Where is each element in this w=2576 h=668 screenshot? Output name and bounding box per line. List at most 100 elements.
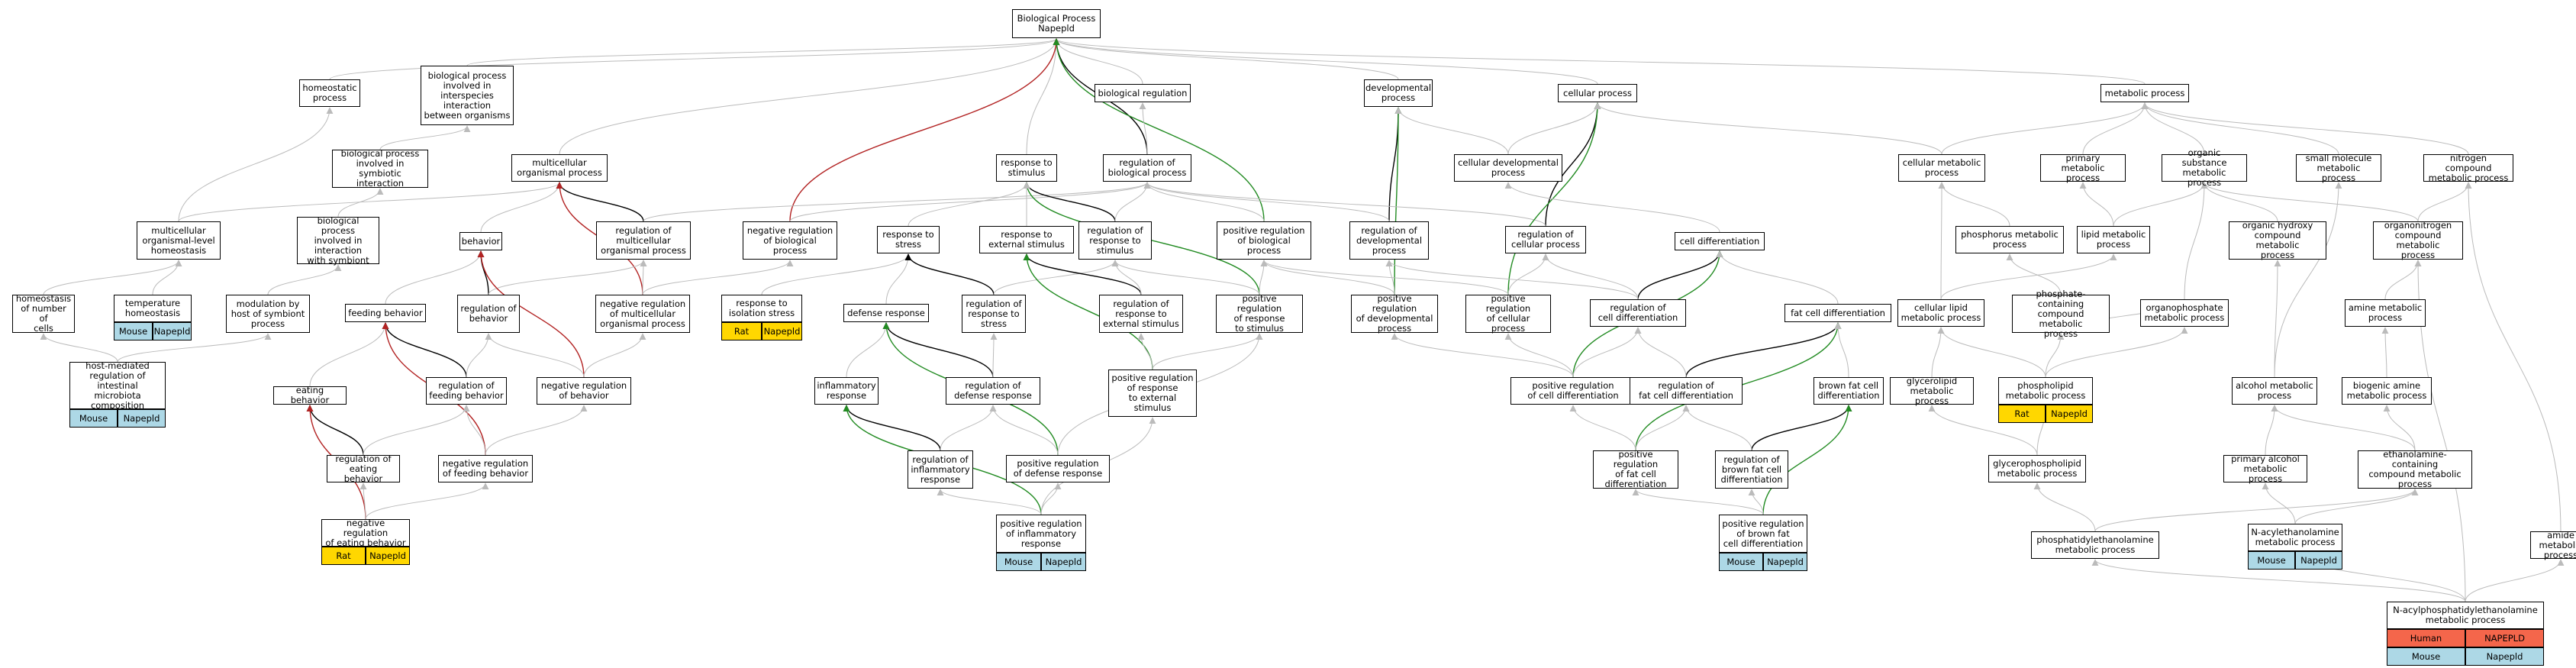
edge-resp-iso-to-resp-stress (761, 253, 912, 295)
edge-multi-home-to-multicellular (178, 182, 563, 222)
gene-badge: Napepld (1041, 553, 1086, 571)
edge-pos-reg-resp-ext-to-reg-resp-ext (1137, 333, 1153, 370)
edge-glycerophospholipid-to-glycerolipid (1928, 405, 2038, 456)
node-temp-home: temperature homeostasis (114, 295, 192, 322)
species-badge: Mouse (114, 322, 153, 340)
edge-reg-feeding-to-reg-behavior (466, 333, 492, 378)
node-alcohol: alcohol metabolic process (2232, 377, 2317, 405)
node-multicellular: multicellular organismal process (511, 154, 608, 182)
gene-badge: NAPEPLD (2465, 629, 2544, 647)
edge-pos-reg-cell-to-reg-cell (1507, 253, 1549, 295)
edge-reg-bio-to-bioreg (1139, 102, 1148, 155)
edge-neg-reg-behavior-to-neg-reg-multi (583, 333, 646, 378)
edge-pos-reg-fat-to-reg-fat-diff (1635, 405, 1690, 451)
edge-cell-met-to-metabolic (1941, 102, 2149, 155)
edge-pos-reg-brown-to-brown-fat (1762, 405, 1852, 515)
edge-reg-resp-stress-to-resp-stress (904, 253, 995, 295)
edge-lipid-met-to-organic-sub (2113, 182, 2208, 227)
edge-neg-reg-behavior-to-behavior (477, 250, 585, 378)
node-organonitrogen: organonitrogen compound metabolic proces… (2373, 221, 2463, 260)
node-reg-resp-ext: regulation of response to external stimu… (1099, 295, 1183, 333)
node-pos-reg-dev: positive regulation of developmental pro… (1351, 294, 1438, 334)
edge-cell-dev-to-developmental (1394, 107, 1509, 155)
node-bp-symbiont: biological process involved in interacti… (297, 215, 379, 265)
node-host-mediated: host-mediated regulation of intestinal m… (69, 360, 166, 410)
edge-pos-reg-cell-diff-to-pos-reg-cell (1504, 333, 1574, 378)
node-phos-met: phosphorus metabolic process (1955, 226, 2064, 253)
edge-reg-resp-ext-to-reg-resp-stim (1111, 260, 1142, 295)
node-pos-reg-brown: positive regulation of brown fat cell di… (1719, 515, 1807, 553)
edge-neg-reg-bio-to-reg-bio (789, 182, 1151, 222)
edge-resp-stress-to-resp-stim (908, 182, 1030, 227)
edge-neg-reg-bio-to-root (789, 38, 1060, 222)
edge-resp-stim-to-root (1026, 38, 1060, 155)
node-neg-reg-eating: negative regulation of eating behavior (321, 518, 410, 547)
edge-nitrogen-to-metabolic (2141, 102, 2469, 155)
node-feeding: feeding behavior (345, 304, 426, 322)
node-ethanolamine: ethanolamine-containing compound metabol… (2358, 450, 2472, 489)
node-phospholipid: phospholipid metabolic process (1998, 377, 2093, 405)
edge-pos-reg-fat-to-pos-reg-cell-diff (1569, 405, 1636, 451)
gene-badge: Napepld (2046, 405, 2093, 423)
edge-reg-cell-to-cellular (1545, 102, 1601, 227)
edge-napepe-to-pe-met (2091, 559, 2466, 602)
edge-alcohol-to-small-mol (2274, 182, 2342, 378)
edge-reg-defense-to-defense (882, 322, 994, 378)
edge-neg-reg-feeding-to-reg-feeding (463, 405, 486, 456)
edge-pos-reg-defense-to-reg-defense (989, 405, 1059, 456)
node-reg-brown: regulation of brown fat cell differentia… (1715, 450, 1788, 489)
edge-symbiotic-to-interspecies (379, 125, 471, 150)
edge-pos-reg-brown-to-reg-brown (1748, 489, 1764, 515)
node-n-acyl: N-acylethanolamine metabolic process (2248, 524, 2342, 551)
gene-badge: Napepld (366, 547, 410, 565)
edge-alcohol-to-org-hydroxy (2274, 260, 2281, 378)
edge-reg-behavior-to-reg-multi (488, 260, 647, 295)
edge-reg-resp-ext-to-resp-ext (1023, 253, 1142, 295)
node-reg-resp-stress: regulation of response to stress (962, 295, 1026, 333)
edge-behavior-to-multicellular (480, 182, 563, 233)
edge-pos-reg-cell-diff-to-reg-cell-diff (1572, 327, 1642, 378)
edge-cellular-to-root (1053, 38, 1598, 85)
node-resp-stim: response to stimulus (996, 154, 1057, 182)
edge-defense-to-resp-stress (885, 253, 912, 305)
edge-cell-met-to-cellular (1594, 102, 1942, 155)
gene-badge: Napepld (762, 322, 802, 340)
node-neg-reg-multi: negative regulation of multicellular org… (595, 295, 690, 333)
edge-reg-multi-to-reg-bio (643, 182, 1151, 222)
edge-small-mol-to-metabolic (2141, 102, 2339, 155)
node-pos-reg-bio: positive regulation of biological proces… (1217, 221, 1311, 260)
species-badge: Rat (1998, 405, 2046, 423)
edge-bioreg-to-root (1053, 38, 1143, 85)
node-reg-resp-stim: regulation of response to stimulus (1078, 221, 1152, 260)
edge-multi-home-to-homeostatic (178, 107, 334, 222)
gene-badge: Napepld (2295, 551, 2342, 570)
node-reg-behavior: regulation of behavior (457, 295, 520, 333)
edge-organophosphate-to-organic-sub (2184, 182, 2208, 300)
node-lipid-met: lipid metabolic process (2077, 226, 2150, 253)
node-cell-met: cellular metabolic process (1898, 154, 1985, 182)
gene-badge: Napepld (118, 409, 166, 428)
species-badge: Mouse (69, 409, 118, 428)
edge-reg-eating-to-reg-feeding (363, 405, 470, 456)
edge-phospholipid-to-phosphate (2045, 333, 2065, 378)
edge-lipid-met-to-primary-met (2079, 182, 2114, 227)
edge-reg-cell-diff-to-reg-dev (1385, 260, 1639, 300)
node-pos-reg-defense: positive regulation of defense response (1006, 455, 1110, 482)
node-eating: eating behavior (273, 386, 347, 405)
node-reg-fat-diff: regulation of fat cell differentiation (1630, 377, 1743, 405)
edge-pos-reg-dev-to-developmental (1394, 107, 1402, 295)
edge-cell-dev-to-cellular (1507, 102, 1601, 155)
node-primary-met: primary metabolic process (2040, 153, 2126, 182)
node-fat-diff: fat cell differentiation (1785, 304, 1891, 322)
edge-reg-inflam-to-reg-defense (940, 405, 997, 451)
edge-neg-reg-eating-to-neg-reg-feeding (365, 482, 489, 520)
node-phosphate: phosphate-containing compound metabolic … (2012, 289, 2110, 338)
edge-reg-inflam-to-inflammatory (843, 405, 941, 451)
edge-n-acyl-to-primary-alcohol (2262, 482, 2296, 524)
edge-reg-brown-to-reg-fat-diff (1682, 405, 1752, 451)
